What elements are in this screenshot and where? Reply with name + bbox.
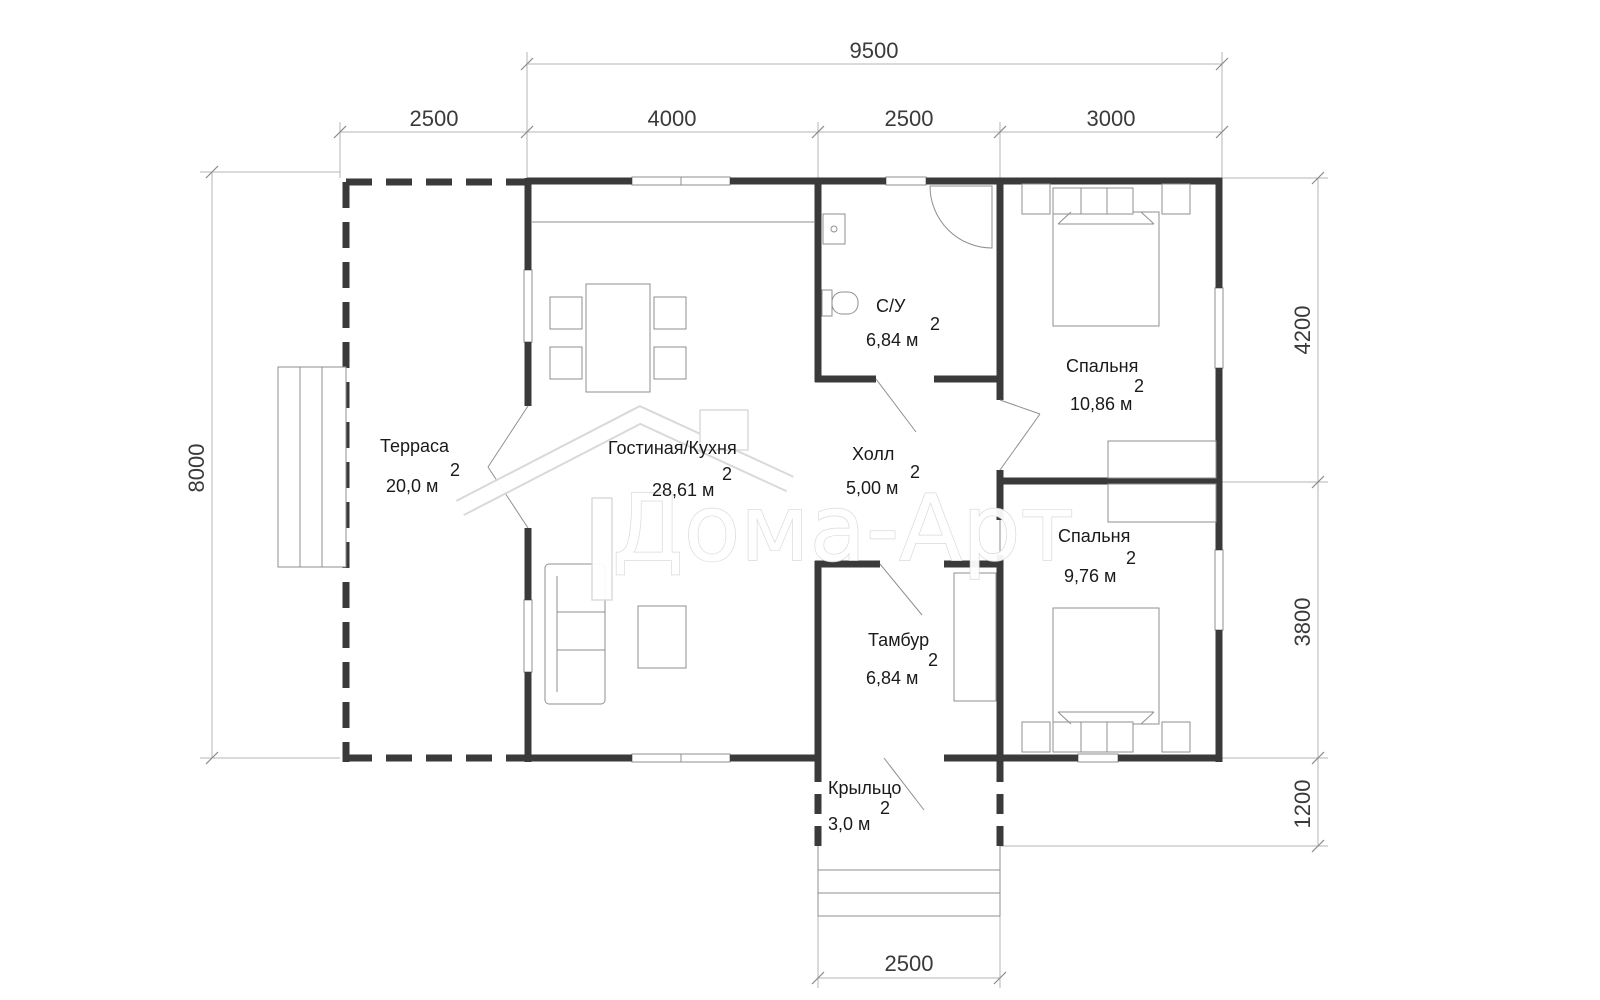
doors xyxy=(487,185,1041,811)
bed-1 xyxy=(1021,183,1191,327)
room-bedroom-1: Спальня 10,86 м 2 xyxy=(1066,356,1144,414)
room-area: 3,0 м xyxy=(828,814,870,834)
dim-porch-depth: 1200 xyxy=(1290,780,1315,829)
wardrobe-1 xyxy=(1107,440,1217,479)
room-hall: Холл 5,00 м 2 xyxy=(846,444,920,498)
room-name: Холл xyxy=(852,444,894,464)
room-name: Терраса xyxy=(380,436,450,456)
room-name: С/У xyxy=(876,296,906,316)
coffee-table xyxy=(637,605,687,669)
dim-overall-depth: 8000 xyxy=(184,444,209,493)
room-name: Спальня xyxy=(1058,526,1130,546)
room-porch: Крыльцо 3,0 м 2 xyxy=(828,778,901,834)
terrace-stairs xyxy=(277,366,347,568)
room-area: 6,84 м xyxy=(866,330,918,350)
room-area-sup: 2 xyxy=(450,460,460,480)
toilet xyxy=(821,289,859,317)
dim-bedroom-width: 3000 xyxy=(1087,106,1136,131)
dim-bedroom1-depth: 4200 xyxy=(1290,306,1315,355)
room-name: Гостиная/Кухня xyxy=(608,438,737,458)
room-area: 10,86 м xyxy=(1070,394,1132,414)
room-bedroom-2: Спальня 9,76 м 2 xyxy=(1058,526,1136,586)
room-name: Спальня xyxy=(1066,356,1138,376)
porch-steps xyxy=(817,846,1001,917)
room-area-sup: 2 xyxy=(910,462,920,482)
vestibule-closet xyxy=(953,572,997,702)
room-area: 5,00 м xyxy=(846,478,898,498)
room-area-sup: 2 xyxy=(928,650,938,670)
dim-bedroom2-depth: 3800 xyxy=(1290,598,1315,647)
porch-outline xyxy=(814,762,1004,848)
watermark: Дома-Арт xyxy=(455,404,1075,601)
room-area-sup: 2 xyxy=(1126,548,1136,568)
room-area-sup: 2 xyxy=(880,798,890,818)
dim-living-width: 4000 xyxy=(648,106,697,131)
room-area: 28,61 м xyxy=(652,480,714,500)
room-area: 20,0 м xyxy=(386,476,438,496)
watermark-text: Дома-Арт xyxy=(612,475,1074,582)
dim-bath-width: 2500 xyxy=(885,106,934,131)
room-area-sup: 2 xyxy=(930,314,940,334)
wardrobe-2 xyxy=(1107,483,1217,523)
room-name: Тамбур xyxy=(868,630,929,650)
room-name: Крыльцо xyxy=(828,778,901,798)
dim-porch-width: 2500 xyxy=(885,951,934,976)
terrace-outline xyxy=(342,178,527,762)
room-vestibule: Тамбур 6,84 м 2 xyxy=(866,630,938,688)
dimension-lines xyxy=(200,52,1328,988)
room-terrace: Терраса 20,0 м 2 xyxy=(380,436,460,496)
room-area-sup: 2 xyxy=(1134,376,1144,396)
room-bathroom: С/У 6,84 м 2 xyxy=(866,296,940,350)
walls xyxy=(524,177,1223,762)
dining-set xyxy=(549,283,687,393)
sink xyxy=(822,213,846,245)
room-area: 9,76 м xyxy=(1064,566,1116,586)
bed-2 xyxy=(1021,607,1191,753)
room-area: 6,84 м xyxy=(866,668,918,688)
dim-overall-width: 9500 xyxy=(850,38,899,63)
dim-terrace-width: 2500 xyxy=(410,106,459,131)
sofa xyxy=(544,563,606,705)
room-living: Гостиная/Кухня 28,61 м 2 xyxy=(608,438,737,500)
room-area-sup: 2 xyxy=(722,464,732,484)
